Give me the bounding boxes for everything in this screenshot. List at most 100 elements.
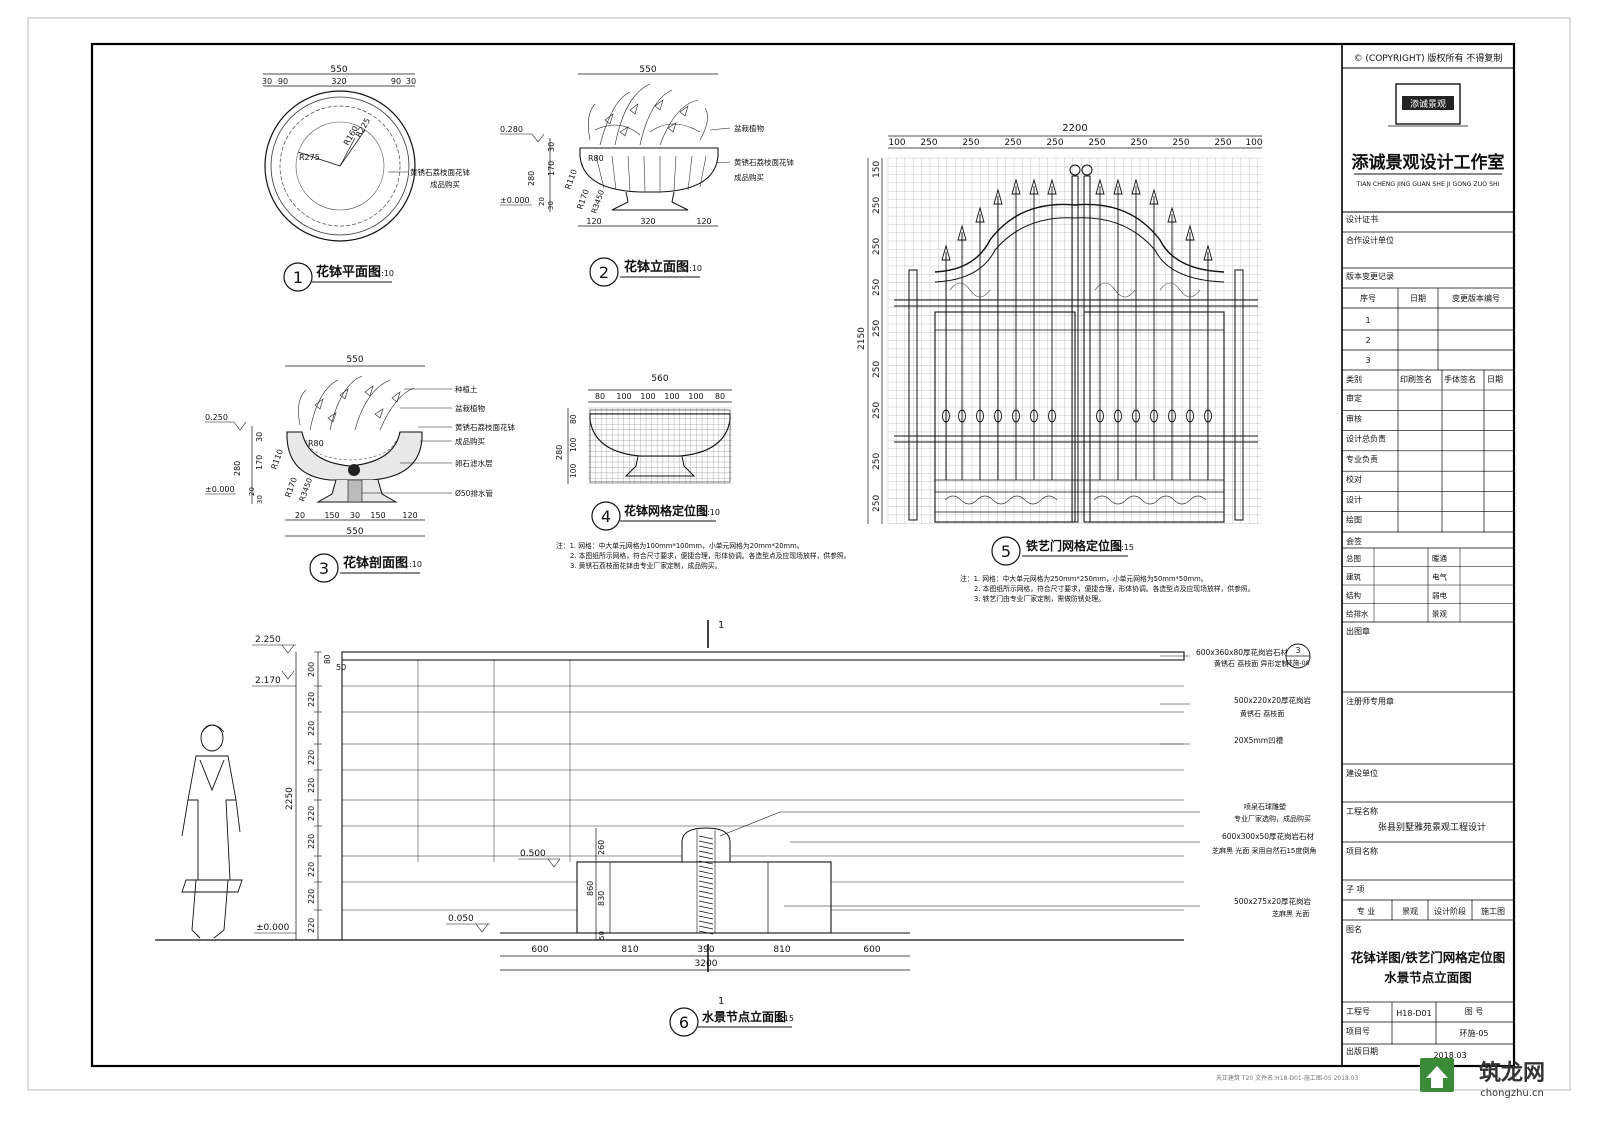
- v5-dim-t0: 100: [888, 138, 905, 148]
- bar-spike: [1095, 178, 1105, 195]
- bar-knot: [1048, 409, 1056, 423]
- title-block: © (COPYRIGHT) 版权所有 不得复制 添诚景观 添诚景观设计工作室 T…: [1342, 52, 1514, 1060]
- v6-wall-courses: [342, 659, 1184, 941]
- v6-title: 水景节点立面图: [702, 1009, 786, 1024]
- v6-dim-pool-1: 260: [597, 840, 606, 855]
- rev-row-3: 3: [1365, 356, 1370, 365]
- bar-spike: [1131, 178, 1141, 195]
- course-dim: 220: [307, 750, 316, 765]
- sign-row-label: 绘图: [1346, 515, 1362, 525]
- v6-dim-b1: 810: [621, 945, 638, 955]
- v5-note-1: 注：1. 网格：中大单元网格为250mm*250mm，小单元网格为50mm*50…: [960, 574, 1208, 583]
- revision-label: 版本变更记录: [1346, 271, 1394, 281]
- course-dim: 220: [307, 778, 316, 793]
- drawing-title-2: 水景节点立面图: [1384, 970, 1472, 985]
- v5-note-2: 2. 本图纸所示网格，符合尺寸要求，便捷合理，形体协调。各造型点及应现场放样，供…: [974, 584, 1255, 593]
- discipline-label: 专 业: [1357, 906, 1376, 916]
- pipe-hatch: [698, 910, 714, 915]
- v3-note-1: 种植土: [455, 384, 478, 394]
- countersign-label: 会签: [1346, 536, 1362, 546]
- v5-number: 5: [1001, 542, 1011, 561]
- v6-dim-pool-2: 860: [586, 881, 595, 896]
- v3-number: 3: [319, 559, 329, 578]
- view-2-planter-elevation: 550 120 320 120 0.280 ±0.000 280 170 30 …: [500, 65, 794, 287]
- v2-title: 花钵立面图: [624, 259, 689, 275]
- v2-level-top: 0.280: [500, 125, 523, 134]
- v5-title: 铁艺门网格定位图: [1026, 538, 1122, 553]
- v5-dim-t8: 250: [1214, 138, 1231, 148]
- pipe-hatch: [698, 900, 714, 905]
- countersign-cell: 暖通: [1432, 553, 1448, 563]
- v4-dim-f: 80: [715, 392, 725, 401]
- v5-dim-s6: 250: [872, 402, 882, 419]
- pipe-hatch: [698, 880, 714, 885]
- project-no-label: 项目号: [1346, 1027, 1370, 1036]
- v3-radius-4: R3450: [297, 477, 314, 503]
- rev-header-date: 日期: [1410, 294, 1426, 303]
- course-dim: 220: [307, 692, 316, 707]
- v1-dim-c: 320: [331, 77, 346, 86]
- sheet-no-value: 环施-05: [1459, 1028, 1488, 1038]
- sheet-no-label: 图 号: [1465, 1007, 1484, 1016]
- course-dim: 220: [307, 889, 316, 904]
- pipe-hatch: [698, 925, 714, 930]
- v4-note-2: 2. 本图纸所示网格，符合尺寸要求，便捷合理，形体协调。各造型点及应现场放样，供…: [570, 551, 851, 560]
- v5-gate-bars: [941, 178, 1213, 480]
- rev-header-version: 变更版本编号: [1452, 293, 1500, 303]
- v6-dim-b0: 600: [531, 945, 548, 955]
- bar-spike: [1011, 178, 1021, 195]
- v6-level-top: 2.250: [255, 635, 281, 645]
- v2-radius-1: R80: [588, 154, 604, 163]
- v3-level-top: 0.250: [205, 413, 228, 422]
- sign-header-hand: 手体签名: [1444, 374, 1476, 384]
- course-dim: 220: [307, 862, 316, 877]
- stage-value: 施工图: [1481, 906, 1505, 916]
- v1-dim-total: 550: [330, 65, 347, 75]
- v4-dim-h2: 100: [569, 463, 578, 478]
- v1-dim-d: 90: [391, 77, 401, 86]
- v6-dim-b4: 600: [863, 945, 880, 955]
- v6-note-5-sub: 芝麻黑 光面 采用自然石15度倒角: [1212, 846, 1316, 855]
- bar-knot: [958, 409, 966, 423]
- v6-fountain-pipe: [698, 835, 714, 935]
- v3-dim-h2: 170: [255, 455, 264, 470]
- bar-spike: [941, 244, 951, 261]
- v1-number: 1: [293, 268, 303, 287]
- v4-dim-total: 560: [651, 374, 668, 384]
- pipe-hatch: [698, 870, 714, 875]
- v6-note-1-sub: 黄锈石 荔枝面 异形定制: [1214, 659, 1288, 668]
- v5-dim-t1: 250: [920, 138, 937, 148]
- v5-dim-s7: 250: [872, 453, 882, 470]
- v6-section-mark-top: 1: [718, 620, 724, 631]
- v3-dim-total-bottom: 550: [346, 527, 363, 537]
- v6-dim-left-total: 2250: [285, 787, 295, 810]
- bar-knot: [1114, 409, 1122, 423]
- footer-text: 天正建筑 T20 文件名:H18-D01-施工图-05 2018.03: [1216, 1074, 1359, 1082]
- v6-section-mark-bottom: 1: [718, 996, 724, 1007]
- v2-dim-h3: 30: [547, 142, 556, 152]
- v5-dim-s8: 250: [872, 495, 882, 512]
- pipe-hatch: [698, 920, 714, 925]
- v4-dim-h4: 80: [569, 414, 578, 424]
- v3-dim-e: 120: [402, 511, 417, 520]
- v3-note-5: 卵石滤水层: [455, 458, 493, 468]
- v2-level-base: ±0.000: [500, 196, 530, 205]
- pipe-hatch: [698, 840, 714, 845]
- bar-knot: [1132, 409, 1140, 423]
- project-label: 工程名称: [1346, 806, 1378, 816]
- v3-dim-h4: 20: [248, 487, 256, 496]
- v4-dim-h: 280: [555, 445, 564, 460]
- pipe-hatch: [698, 875, 714, 880]
- v3-radius-3: R170: [283, 476, 299, 499]
- v6-wall-joints: [417, 660, 571, 862]
- v6-note-6-sub: 芝麻黑 光面: [1272, 909, 1309, 918]
- v3-dim-d: 150: [370, 511, 385, 520]
- countersign-cell: 总图: [1346, 553, 1361, 563]
- v5-dim-t7: 250: [1172, 138, 1189, 148]
- bar-knot: [1030, 409, 1038, 423]
- v4-grid-lines: [588, 407, 732, 484]
- v1-dim-b: 90: [278, 77, 288, 86]
- v3-note-4: 成品购买: [455, 436, 485, 446]
- v3-radius-1: R80: [308, 439, 324, 448]
